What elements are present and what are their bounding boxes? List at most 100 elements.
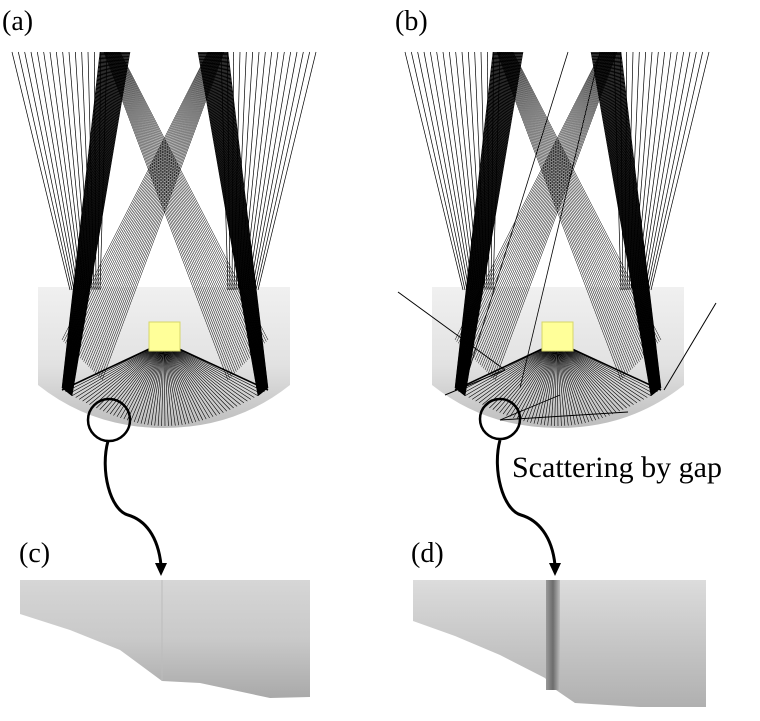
ray	[556, 341, 610, 416]
ray	[489, 51, 616, 376]
ray	[530, 341, 558, 423]
ray	[556, 341, 624, 410]
ray	[257, 51, 317, 291]
ray	[458, 51, 603, 344]
ray	[105, 51, 234, 376]
ray	[519, 341, 558, 421]
ray	[509, 51, 653, 349]
ray	[638, 51, 672, 291]
ray	[556, 341, 614, 415]
ray	[632, 51, 653, 291]
ray	[100, 51, 224, 379]
ray	[556, 341, 603, 419]
ray	[642, 51, 685, 291]
ray	[505, 51, 643, 359]
ray	[30, 51, 77, 291]
ray-bundle	[404, 51, 710, 427]
ray	[93, 51, 221, 372]
ray	[61, 341, 165, 391]
ray	[78, 51, 215, 357]
ray	[65, 51, 210, 344]
ray	[556, 341, 583, 424]
ray	[497, 51, 623, 379]
panel-d: (d)	[411, 538, 706, 707]
ray	[107, 51, 237, 372]
ray	[109, 51, 242, 367]
ray	[93, 51, 97, 291]
ray	[68, 51, 89, 291]
ray	[646, 51, 697, 291]
ray	[88, 51, 219, 367]
ray	[107, 51, 239, 371]
ray	[628, 51, 640, 291]
ray	[140, 341, 165, 424]
ray	[90, 51, 220, 369]
ray	[36, 51, 79, 291]
ray	[626, 51, 634, 291]
ray	[556, 341, 621, 412]
ray	[83, 51, 217, 362]
ray	[91, 51, 221, 371]
ray	[74, 51, 91, 291]
ray	[163, 341, 176, 426]
ray	[526, 341, 558, 423]
ray	[49, 51, 83, 291]
ray	[251, 51, 298, 291]
ray	[163, 341, 231, 410]
ray	[634, 51, 659, 291]
ray	[245, 51, 279, 291]
ray	[237, 51, 254, 291]
panel-label-d: (d)	[411, 538, 444, 569]
panel-label-c: (c)	[19, 538, 50, 569]
lens-detail	[20, 580, 310, 698]
ray	[43, 51, 81, 291]
ray	[55, 51, 85, 291]
ray	[147, 341, 165, 425]
ray	[474, 51, 486, 291]
ray	[436, 51, 474, 291]
ray	[516, 341, 558, 420]
ray	[105, 51, 232, 377]
scattered-ray	[499, 394, 561, 421]
ray	[96, 51, 223, 376]
ray	[144, 341, 165, 425]
panel-b: (b) Scattering by gap	[395, 6, 722, 576]
ray	[101, 51, 225, 381]
ray	[71, 51, 213, 351]
ray	[133, 341, 165, 423]
ray	[63, 51, 209, 342]
ray	[554, 341, 558, 426]
ray	[479, 51, 612, 366]
ray	[235, 51, 247, 291]
ray	[464, 51, 606, 351]
ray	[81, 51, 217, 361]
ray	[486, 51, 490, 291]
ray	[492, 51, 501, 291]
ray	[98, 51, 223, 377]
ray	[490, 51, 495, 291]
ray	[556, 341, 631, 407]
zoom-circle	[478, 397, 522, 441]
ray	[507, 51, 648, 354]
scattered-ray	[663, 302, 717, 391]
ray	[241, 51, 266, 291]
ray	[130, 341, 165, 422]
ray	[96, 341, 165, 409]
ray	[80, 51, 216, 359]
ray	[506, 341, 558, 416]
ray	[161, 341, 165, 426]
ray	[556, 341, 586, 423]
ray	[116, 341, 165, 417]
ray	[163, 341, 200, 422]
ray	[73, 51, 213, 352]
ray	[508, 51, 650, 352]
ray	[461, 51, 482, 291]
ray	[233, 51, 241, 291]
ray	[471, 341, 558, 400]
ray	[78, 341, 165, 400]
ray	[484, 51, 614, 371]
ray	[163, 341, 169, 426]
ray	[220, 51, 229, 291]
ray	[163, 341, 180, 426]
ray	[467, 51, 484, 291]
